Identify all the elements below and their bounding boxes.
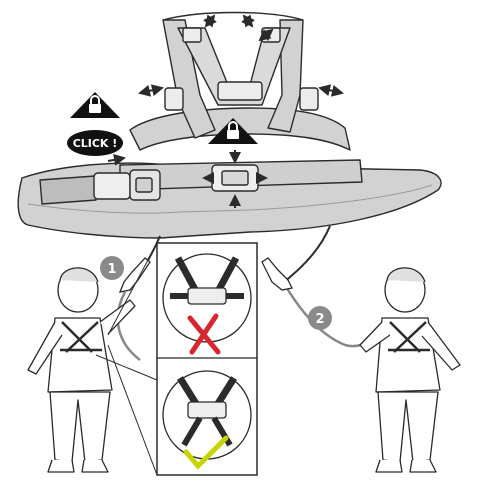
step-label-1: 1 bbox=[107, 262, 116, 277]
right-side-adjuster bbox=[299, 87, 319, 111]
belt-buckle bbox=[93, 169, 161, 201]
front-buckle bbox=[211, 164, 259, 192]
padlock-warning-icon bbox=[208, 118, 258, 144]
step-badge-1: 1 bbox=[100, 256, 124, 280]
chest-buckle-upper bbox=[217, 81, 263, 101]
harness-on-child-right bbox=[388, 321, 430, 353]
child-figure-right bbox=[359, 267, 461, 473]
right-detail bbox=[162, 370, 252, 470]
cross-mark-icon bbox=[187, 313, 221, 355]
click-badge: CLICK ! bbox=[67, 130, 123, 156]
adjustment-arrows bbox=[107, 14, 344, 208]
step-label-2: 2 bbox=[315, 312, 324, 327]
child-figure-left bbox=[27, 267, 136, 473]
padlock-warning-icon bbox=[70, 92, 120, 118]
adult-hands bbox=[118, 257, 293, 293]
harness-on-child-left bbox=[60, 321, 102, 353]
step-badge-2: 2 bbox=[308, 306, 332, 330]
wrong-detail bbox=[162, 253, 252, 355]
left-side-adjuster bbox=[164, 87, 184, 111]
click-label: CLICK ! bbox=[73, 137, 118, 150]
belt-padding bbox=[39, 175, 97, 205]
harness-illustration bbox=[17, 11, 442, 239]
check-mark-icon bbox=[183, 435, 229, 470]
shoulder-adjuster-left bbox=[182, 27, 202, 43]
leash-left bbox=[116, 291, 141, 361]
